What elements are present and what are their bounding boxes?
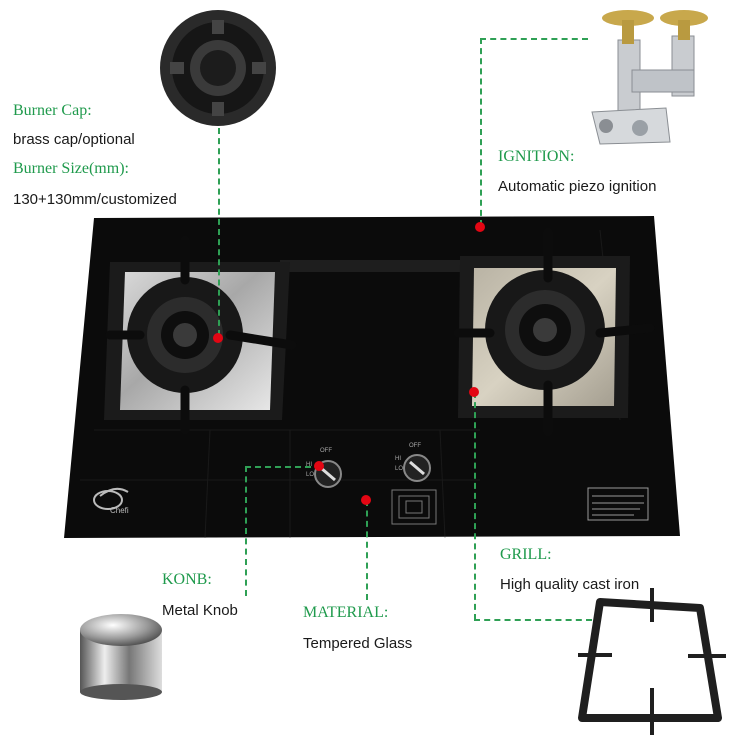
- marker-burner-cap: [213, 333, 223, 343]
- leader-ignition-vertical: [480, 38, 482, 226]
- leader-ignition-horizontal: [480, 38, 588, 40]
- brand-logo: [93, 487, 129, 510]
- burner-cap-image: [160, 10, 276, 126]
- grill-title: GRILL:: [500, 546, 552, 563]
- leader-grill-vertical: [474, 392, 476, 620]
- burner-size-title: Burner Size(mm):: [13, 160, 129, 177]
- knob-desc: Metal Knob: [162, 602, 238, 619]
- material-desc: Tempered Glass: [303, 635, 413, 652]
- right-burner: [453, 227, 655, 437]
- marker-grill: [469, 387, 479, 397]
- grill-desc: High quality cast iron: [500, 576, 640, 593]
- left-burner: [104, 235, 297, 435]
- marker-material: [361, 495, 371, 505]
- ignition-valve-image: [591, 10, 708, 145]
- knob-right-off-label: OFF: [409, 443, 421, 449]
- knob-title: KONB:: [162, 571, 212, 588]
- leader-knob-horizontal: [245, 466, 321, 468]
- leader-burner-cap: [218, 128, 220, 336]
- burner-cap-desc: brass cap/optional: [13, 131, 135, 148]
- knob-left-hi-label: HI: [306, 462, 312, 468]
- burner-size-desc: 130+130mm/customized: [13, 191, 177, 208]
- burner-cap-title: Burner Cap:: [13, 102, 92, 119]
- stove-logo-text: Chefi: [110, 506, 129, 515]
- ignition-desc: Automatic piezo ignition: [498, 178, 657, 195]
- cast-iron-grill-image: [578, 588, 726, 735]
- marker-knob: [314, 461, 324, 471]
- warning-label: [587, 487, 649, 521]
- ignition-title: IGNITION:: [498, 148, 575, 165]
- knob-right-lo-label: LO: [395, 466, 404, 472]
- metal-knob-image: [80, 614, 162, 700]
- knob-left-lo-label: LO: [306, 472, 315, 478]
- leader-knob-vertical: [245, 466, 247, 596]
- leader-material: [366, 500, 368, 600]
- marker-ignition: [475, 222, 485, 232]
- knob-right-hi-label: HI: [395, 456, 401, 462]
- vent-grid: [391, 489, 437, 525]
- stove-knob-right: [403, 454, 431, 482]
- leader-grill-horizontal: [474, 619, 592, 621]
- knob-left-off-label: OFF: [320, 448, 332, 454]
- material-title: MATERIAL:: [303, 604, 389, 621]
